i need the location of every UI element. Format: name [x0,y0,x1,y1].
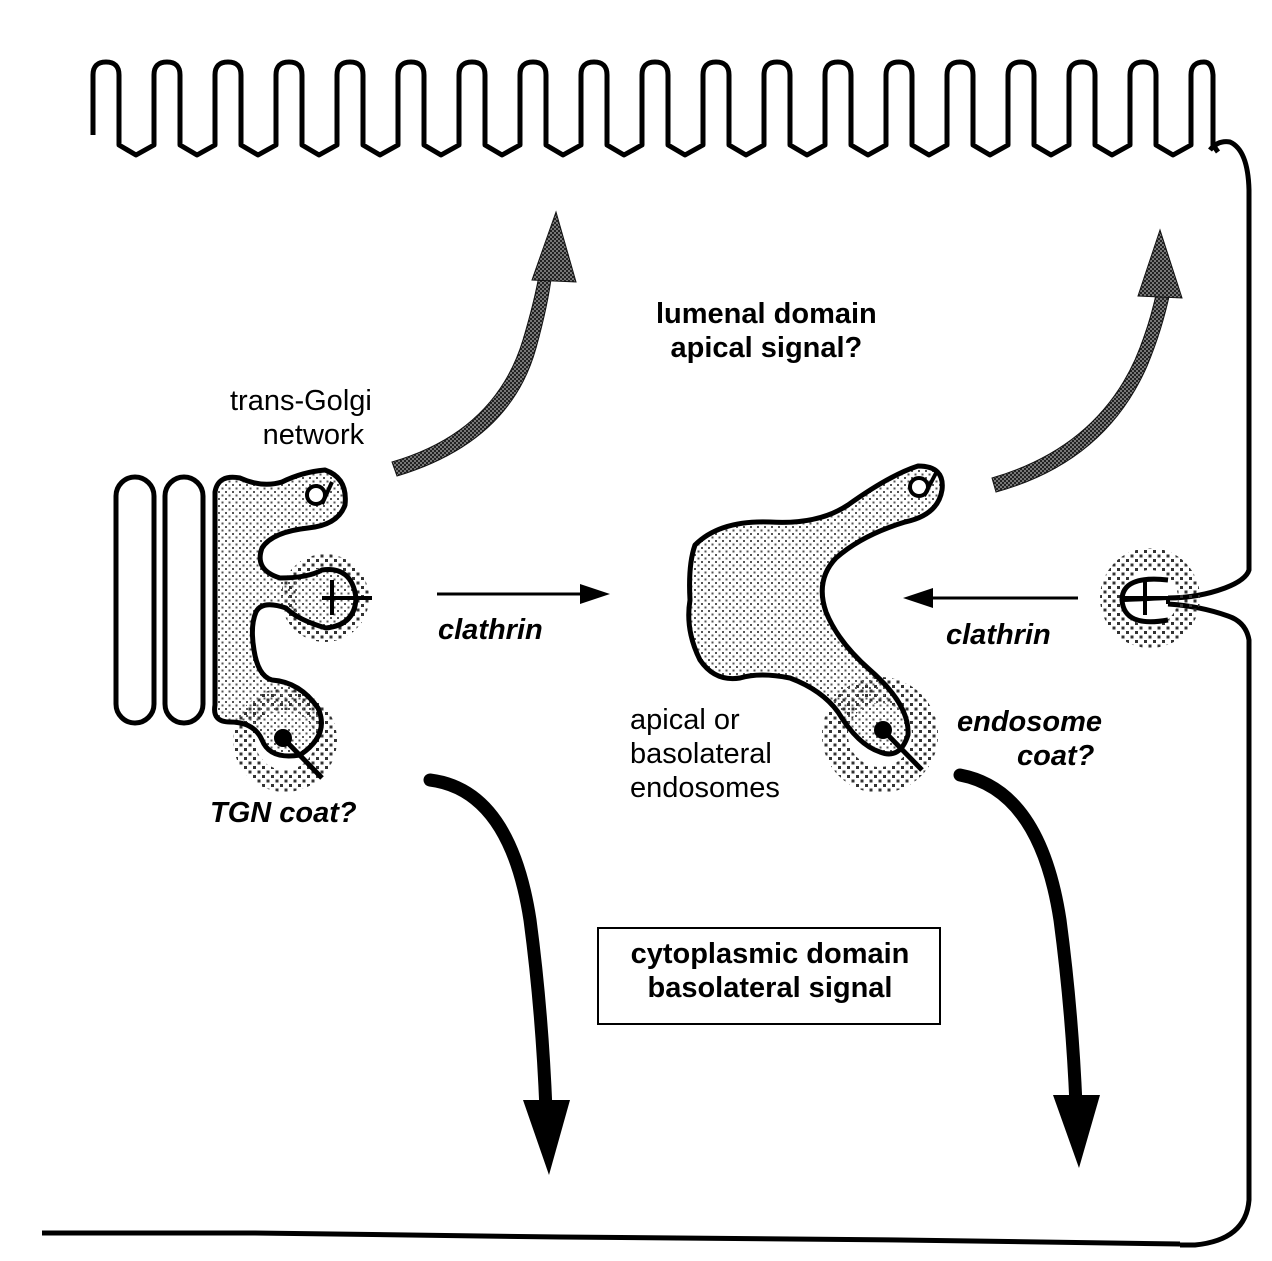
endosome-coat-line1: endosome [957,706,1103,738]
tgn-label-line2: network [262,419,365,452]
lateral-membrane-upper [1167,139,1252,601]
apical-arrow-right-head [1137,228,1183,299]
endosome-coat-line2: coat? [1017,740,1095,773]
tgn-apical-receptor-stalk [320,481,334,505]
basal-membrane [42,1230,1181,1247]
cytoplasmic-label-line2: basolateral signal [647,972,893,1005]
apical-arrow-right-shaft [991,289,1171,493]
endosome-basolateral-receptor-stalk [881,728,924,772]
tgn-label: trans-Golgi network [230,384,372,452]
endosomes-label-line1: apical or [630,704,740,736]
clathrin-arrow-left-head [580,584,610,604]
lumenal-signal-label: lumenal domain apical signal? [656,297,877,365]
endosomes-label-line2: basolateral [630,738,772,771]
clathrin-label-left: clathrin [438,614,543,646]
basolateral-arrow-right-shaft [953,768,1083,1112]
tgn-coat-label: TGN coat? [210,797,357,829]
lateral-membrane-lower [1167,601,1252,1248]
tgn-label-line1: trans-Golgi [230,385,372,417]
clathrin-arrow-right-head [903,588,933,608]
clathrin-label-right: clathrin [946,619,1051,651]
cytoplasmic-signal-label: cytoplasmic domain basolateral signal [610,937,930,1005]
endosome [686,463,945,757]
endosome-coat-label: endosome coat? [957,705,1102,773]
endosomes-label: apical or basolateral endosomes [630,703,780,806]
golgi-cisterna-2 [162,474,206,726]
golgi-cisterna-1 [113,474,157,726]
lumenal-label-line1: lumenal domain [656,298,877,330]
basolateral-arrow-right-head [1053,1095,1100,1168]
endosomes-label-line3: endosomes [630,772,780,805]
apical-arrow-left-head [531,210,577,283]
basolateral-arrow-left-shaft [423,773,553,1117]
basolateral-arrow-left-head [523,1100,570,1175]
tgn-basolateral-receptor-stalk [281,736,324,780]
lumenal-label-line2: apical signal? [670,332,863,365]
endosome-apical-receptor-stalk [922,472,938,497]
cytoplasmic-signal-box [597,927,941,1025]
apical-arrow-left-shaft [391,269,553,477]
apical-microvilli-membrane [90,59,1221,158]
cytoplasmic-label-line1: cytoplasmic domain [630,938,910,970]
